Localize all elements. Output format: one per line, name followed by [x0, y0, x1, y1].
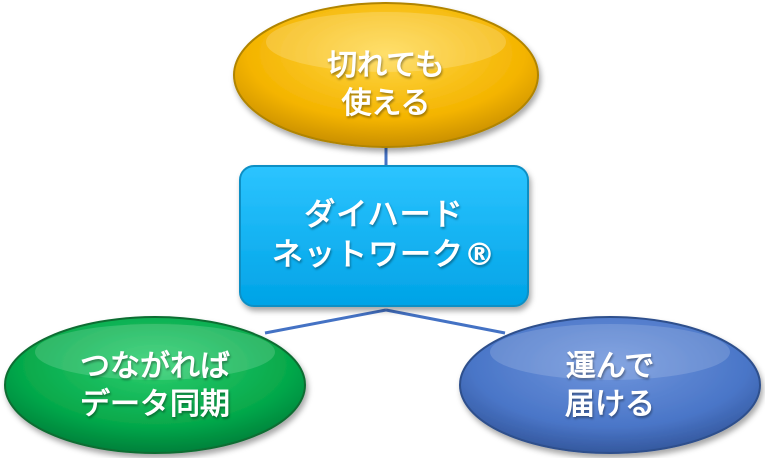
connector-left	[264, 308, 387, 335]
connector-right	[385, 308, 506, 335]
node-center-box	[239, 165, 529, 307]
node-left-ellipse	[4, 316, 306, 454]
node-right-ellipse	[459, 316, 761, 454]
node-right-highlight	[490, 324, 730, 380]
node-top-ellipse	[233, 2, 539, 148]
node-top-highlight	[266, 12, 506, 72]
node-left-highlight	[35, 324, 275, 380]
